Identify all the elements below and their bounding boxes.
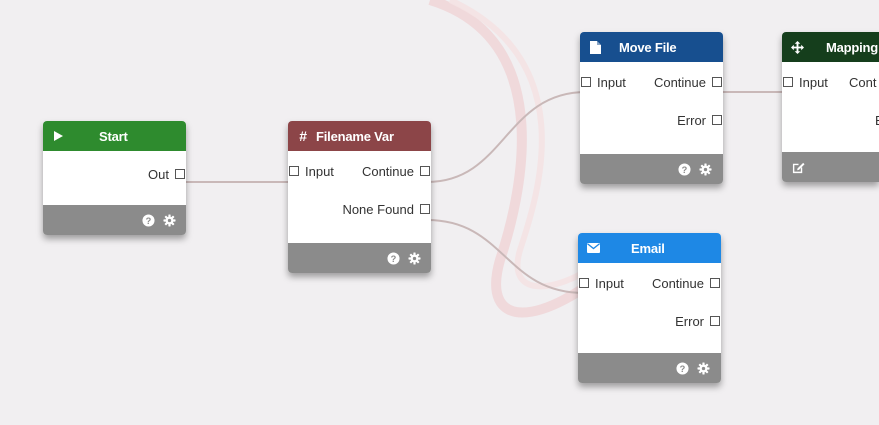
node-filename-var-footer: ? <box>288 243 431 273</box>
port-row-error: E <box>782 103 879 141</box>
node-start-title: Start <box>99 128 128 144</box>
output-port-continue[interactable] <box>712 77 722 87</box>
port-row-error: Error <box>578 304 721 342</box>
port-label-continue: Continue <box>653 75 706 90</box>
node-mapping-title: Mapping <box>826 39 879 55</box>
node-filename-var-title: Filename Var <box>316 128 394 144</box>
port-label-continue: Cont <box>849 75 877 90</box>
node-email-header[interactable]: Email <box>578 233 721 263</box>
play-icon <box>51 129 65 143</box>
svg-text:?: ? <box>679 363 685 373</box>
port-label-error: E <box>875 113 879 128</box>
output-port-out[interactable] <box>175 169 185 179</box>
port-row-out: Out <box>43 157 186 195</box>
node-mapping-footer <box>782 152 879 182</box>
port-label-input: Input <box>799 75 828 90</box>
help-icon[interactable]: ? <box>386 251 400 265</box>
node-start-footer: ? <box>43 205 186 235</box>
input-port[interactable] <box>579 278 589 288</box>
svg-text:?: ? <box>681 164 687 174</box>
node-start-header[interactable]: Start <box>43 121 186 151</box>
port-label-error: Error <box>677 113 706 128</box>
wire-filename-to-email[interactable] <box>426 219 585 294</box>
node-start[interactable]: Start Out ? <box>43 121 186 235</box>
port-row-error: Error <box>580 103 723 141</box>
node-move-file[interactable]: Move File Input Continue Error ? <box>580 32 723 184</box>
output-port-none-found[interactable] <box>420 204 430 214</box>
node-email-footer: ? <box>578 353 721 383</box>
node-email[interactable]: Email Input Continue Error ? <box>578 233 721 383</box>
output-port-continue[interactable] <box>710 278 720 288</box>
output-port-continue[interactable] <box>420 166 430 176</box>
help-icon[interactable]: ? <box>675 361 689 375</box>
wire-filename-to-movefile[interactable] <box>426 91 587 183</box>
node-mapping[interactable]: Mapping Input Cont E <box>782 32 879 182</box>
port-label-input: Input <box>595 276 624 291</box>
port-label-input: Input <box>597 75 626 90</box>
port-row-input-continue: Input Continue <box>578 266 721 304</box>
svg-text:?: ? <box>145 215 151 225</box>
help-icon[interactable]: ? <box>141 213 155 227</box>
input-port[interactable] <box>581 77 591 87</box>
envelope-icon <box>586 241 600 255</box>
file-icon <box>588 40 602 54</box>
node-email-title: Email <box>631 240 665 256</box>
node-filename-var-header[interactable]: # Filename Var <box>288 121 431 151</box>
edit-icon[interactable] <box>791 160 805 174</box>
port-row-input-continue: Input Continue <box>580 65 723 103</box>
node-filename-var[interactable]: # Filename Var Input Continue None Found… <box>288 121 431 273</box>
node-move-file-header[interactable]: Move File <box>580 32 723 62</box>
port-row-input-continue: Input Cont <box>782 65 879 103</box>
input-port[interactable] <box>289 166 299 176</box>
port-label-input: Input <box>305 164 334 179</box>
input-port[interactable] <box>783 77 793 87</box>
output-port-error[interactable] <box>712 115 722 125</box>
node-mapping-header[interactable]: Mapping <box>782 32 879 62</box>
hash-icon: # <box>299 128 307 144</box>
port-label-error: Error <box>675 314 704 329</box>
move-arrows-icon <box>790 40 804 54</box>
node-move-file-title: Move File <box>619 39 677 55</box>
port-row-input-continue: Input Continue <box>288 154 431 192</box>
port-label-continue: Continue <box>651 276 704 291</box>
svg-text:?: ? <box>390 253 396 263</box>
port-label-continue: Continue <box>361 164 414 179</box>
port-row-none-found: None Found <box>288 192 431 230</box>
gear-icon[interactable] <box>698 162 712 176</box>
port-label-out: Out <box>148 167 169 182</box>
gear-icon[interactable] <box>696 361 710 375</box>
node-move-file-footer: ? <box>580 154 723 184</box>
output-port-error[interactable] <box>710 316 720 326</box>
help-icon[interactable]: ? <box>677 162 691 176</box>
port-label-none-found: None Found <box>342 202 414 217</box>
gear-icon[interactable] <box>162 213 176 227</box>
gear-icon[interactable] <box>407 251 421 265</box>
